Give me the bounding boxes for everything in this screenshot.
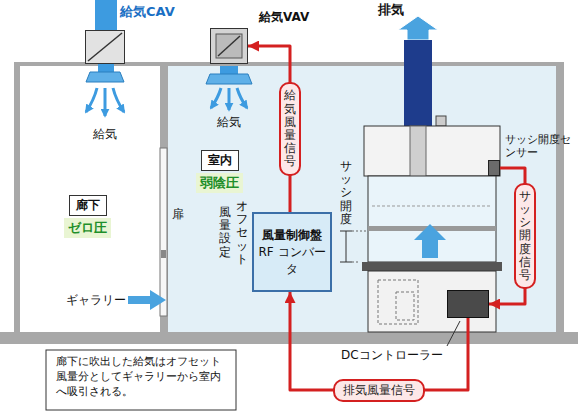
air-arrow	[211, 88, 221, 108]
left-wall	[14, 62, 20, 334]
air-arrow	[113, 88, 124, 112]
hood-chamber	[368, 176, 496, 262]
damper-blade	[218, 36, 240, 56]
dc-controller: DCコントローラー	[447, 290, 489, 318]
signal-label: 排気風量信号	[333, 379, 425, 402]
cabinet	[368, 271, 496, 332]
offset-label: オフセット	[236, 200, 248, 266]
leader-line	[447, 321, 460, 346]
room-pressure-tag-text: 室内	[201, 150, 239, 171]
signal-label: 給気風量信号	[279, 82, 301, 175]
cabinet-part	[396, 292, 414, 320]
air-arrows	[211, 88, 247, 110]
exhaust-arrow	[398, 16, 438, 40]
note-text: 廊下に吹出した給気はオフセット風量分としてギャラリーから室内へ吸引される。	[56, 355, 228, 400]
inflow-arrow	[414, 224, 446, 258]
room-pressure-tag-text: 弱陰圧	[196, 173, 243, 193]
corridor-pressure-tag-text: ゼロ圧	[64, 218, 111, 238]
gallery-label: ギャラリー	[66, 292, 126, 309]
exhaust-duct	[404, 40, 432, 126]
supply-duct	[98, 64, 114, 72]
dimension-line	[346, 231, 347, 262]
sash-sensor: サッシ開度センサー	[488, 160, 500, 176]
air-arrow	[228, 88, 231, 110]
exhaust-label: 排気	[378, 1, 404, 19]
lab-room	[168, 66, 556, 332]
door-grille	[161, 250, 166, 258]
diffuser	[206, 74, 252, 84]
baffle	[372, 206, 492, 207]
supply-label: 給気	[93, 126, 117, 143]
corridor-pressure-tag-text: 廊下	[69, 195, 107, 216]
supply-duct	[220, 66, 238, 74]
duct-sensor	[436, 116, 446, 126]
vav-damper: 給気VAV	[210, 28, 248, 64]
vav-damper-text: 給気VAV	[259, 9, 309, 26]
door-label: 扉	[172, 206, 184, 223]
air-arrows	[86, 88, 124, 116]
room-pressure-tag: 室内弱陰圧	[196, 150, 243, 193]
cabinet-door	[378, 280, 418, 324]
gallery-airflow-arrow	[128, 290, 166, 310]
supply-duct	[95, 0, 117, 30]
cav-damper: 給気CAV	[85, 30, 125, 64]
partition-wall	[160, 62, 168, 334]
cav-damper-text: 給気CAV	[120, 3, 175, 21]
hood-top	[364, 126, 500, 176]
cav-body	[85, 30, 125, 64]
control-panel-text: 風量制御盤	[262, 227, 322, 244]
damper-blade	[88, 33, 122, 61]
extension-line	[352, 262, 360, 263]
vav-body	[210, 28, 248, 64]
control-panel: 風量制御盤RF コンバータ	[252, 212, 332, 292]
worktop	[362, 262, 502, 271]
door	[160, 148, 167, 316]
note-box	[46, 350, 236, 410]
supply-label: 給気	[217, 114, 241, 131]
corridor-pressure-tag: 廊下ゼロ圧	[64, 195, 111, 238]
air-arrow	[104, 88, 107, 116]
sash-sensor-text: サッシ開度センサー	[505, 133, 575, 159]
air-arrow	[86, 88, 97, 112]
dimension-tick	[340, 231, 352, 232]
air-arrow	[237, 88, 247, 108]
extension-line	[352, 231, 366, 232]
diffuser	[86, 72, 124, 82]
signal-label: サッシ開度信号	[514, 183, 536, 289]
signal-line	[290, 292, 468, 390]
sash-opening-label: サッシ開度	[340, 160, 352, 226]
control-panel-text: RF コンバータ	[258, 244, 326, 278]
right-wall	[556, 62, 564, 334]
vav-damper-frame	[216, 34, 242, 58]
dc-controller-text: DCコントローラー	[341, 347, 443, 364]
airflow-setting-label: 風量設定	[219, 206, 231, 259]
dimension-tick	[340, 262, 352, 263]
